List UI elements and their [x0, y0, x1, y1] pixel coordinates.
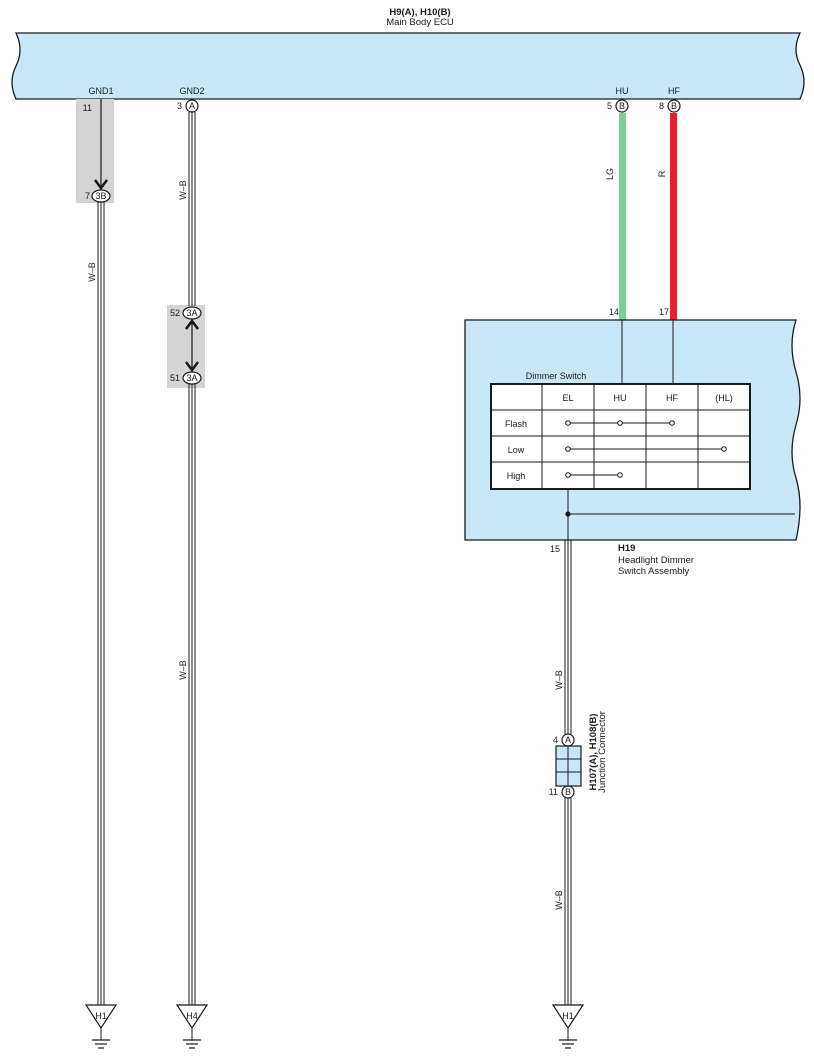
- switch-code: H19: [618, 543, 635, 554]
- hu-pin-conn-letter: B: [619, 101, 625, 111]
- gnd2-label: GND2: [179, 86, 204, 96]
- switch-pin-ground: 15: [550, 544, 560, 554]
- dimmer-ground-wire-upper: [564, 540, 572, 734]
- hf-pin-number: 8: [659, 101, 664, 111]
- gnd2-lower-wire: [188, 384, 196, 1005]
- ground-h1-right: [551, 1004, 585, 1049]
- ground-h1-right-label: H1: [562, 1011, 574, 1021]
- gnd1-wire-color: W–B: [87, 262, 97, 282]
- hf-pin-conn-letter: B: [671, 101, 677, 111]
- gnd1-splice-number: 7: [85, 191, 90, 201]
- dimmer-ground-wire-lower: [564, 798, 572, 1005]
- hf-pin-connector: [667, 99, 681, 113]
- table-row-high: High: [507, 471, 526, 481]
- switch-pin-hf: 17: [659, 307, 669, 317]
- ground-h4: [175, 1004, 209, 1049]
- gnd2-wire-color-upper: W–B: [178, 180, 188, 200]
- hf-label: HF: [668, 86, 680, 96]
- dimmer-ground-color-lower: W–B: [554, 890, 564, 910]
- gnd1-arrow: [93, 179, 109, 191]
- gnd1-lower-wire: [97, 202, 105, 1005]
- junction-pin-a-number: 4: [553, 735, 558, 745]
- flash-continuity: [565, 420, 675, 426]
- gnd1-shade: [76, 99, 114, 203]
- junction-title: H107(A), H108(B): [588, 713, 599, 790]
- gnd1-label: GND1: [88, 86, 113, 96]
- gnd1-splice-label: 3B: [95, 191, 106, 201]
- gnd2-splice-bottom-number: 51: [170, 373, 180, 383]
- ecu-name: Main Body ECU: [386, 17, 454, 28]
- table-col-el: EL: [562, 393, 573, 403]
- ground-h1-left: [84, 1004, 118, 1049]
- table-col-hf: HF: [666, 393, 678, 403]
- gnd2-arrow-down: [184, 361, 200, 373]
- ground-h1-left-label: H1: [95, 1011, 107, 1021]
- gnd2-arrow-up: [184, 318, 200, 330]
- gnd2-splice-top-number: 52: [170, 308, 180, 318]
- hf-wire-color: R: [657, 170, 667, 177]
- hu-pin-number: 5: [607, 101, 612, 111]
- gnd2-pin-conn-letter: A: [189, 101, 195, 111]
- gnd2-upper-wire: [188, 112, 196, 306]
- gnd2-wire-color-lower: W–B: [178, 660, 188, 680]
- gnd2-pin-number: 3: [177, 101, 182, 111]
- hf-wire-r: [670, 113, 677, 320]
- dimmer-switch-title: Dimmer Switch: [526, 371, 587, 381]
- junction-pin-b-number: 11: [549, 787, 558, 797]
- low-continuity: [565, 446, 727, 452]
- table-row-low: Low: [508, 445, 525, 455]
- junction-name: Junction Connector: [597, 711, 608, 793]
- gnd2-splice-top-label: 3A: [186, 308, 197, 318]
- table-col-hu: HU: [614, 393, 627, 403]
- table-row-flash: Flash: [505, 419, 527, 429]
- table-col-hl: (HL): [715, 393, 733, 403]
- ground-h4-label: H4: [186, 1011, 198, 1021]
- dimmer-ground-color-upper: W–B: [554, 670, 564, 690]
- dimmer-switch-table: [490, 383, 751, 490]
- gnd2-splice-bottom-label: 3A: [186, 373, 197, 383]
- high-continuity: [565, 472, 623, 478]
- hu-wire-color: LG: [605, 168, 615, 180]
- switch-name-line2: Switch Assembly: [618, 566, 690, 577]
- junction-connector-body: [555, 745, 582, 787]
- junction-pin-a-letter: A: [565, 735, 571, 745]
- switch-pin-hu: 14: [609, 307, 619, 317]
- switch-name-line1: Headlight Dimmer: [618, 555, 694, 566]
- gnd1-pin-number: 11: [83, 103, 92, 113]
- hu-label: HU: [616, 86, 629, 96]
- hu-wire-lg: [619, 113, 626, 320]
- switch-junction-dot: [565, 511, 571, 517]
- junction-pin-b-letter: B: [565, 787, 571, 797]
- ecu-body: [11, 32, 805, 100]
- ecu-connector-title: H9(A), H10(B): [389, 7, 450, 18]
- hu-pin-connector: [615, 99, 629, 113]
